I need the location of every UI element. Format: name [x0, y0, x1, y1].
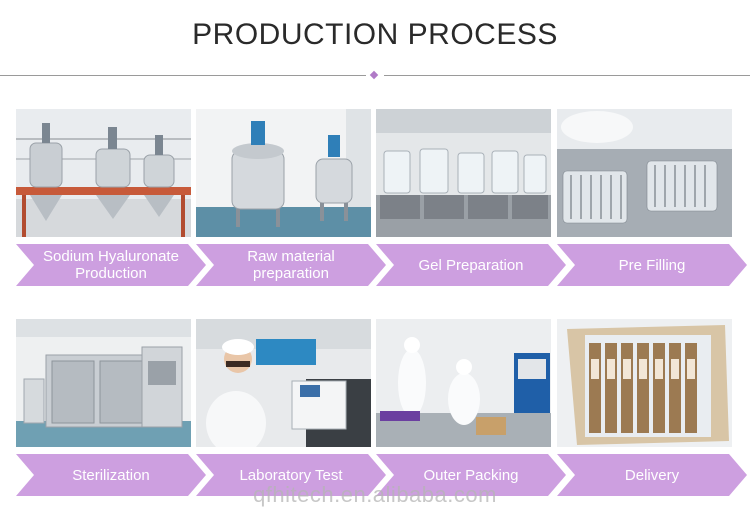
step-label: Laboratory Test — [196, 454, 386, 496]
divider-diamond-icon — [369, 70, 379, 80]
packing-workers-icon — [376, 319, 551, 447]
stainless-reactor-tanks-icon — [16, 109, 191, 237]
step-label: Delivery — [557, 454, 747, 496]
product-boxes-icon — [557, 319, 732, 447]
step-label: Sterilization — [16, 454, 206, 496]
syringe-tray-icon — [557, 109, 732, 237]
glass-beakers-icon — [376, 109, 551, 237]
step-label: Outer Packing — [376, 454, 566, 496]
step-label: Sodium Hyaluronate Production — [16, 244, 206, 286]
divider-right — [384, 75, 750, 76]
mixing-tank-icon — [196, 109, 371, 237]
divider-left — [0, 75, 366, 76]
page-title: PRODUCTION PROCESS — [192, 18, 558, 51]
step-label: Pre Filling — [557, 244, 747, 286]
step-label: Raw material preparation — [196, 244, 386, 286]
watermark: qfhitech.en.alibaba.com — [253, 482, 497, 507]
lab-technician-icon — [196, 319, 371, 447]
step-label: Gel Preparation — [376, 244, 566, 286]
sterilizer-cabinet-icon — [16, 319, 191, 447]
